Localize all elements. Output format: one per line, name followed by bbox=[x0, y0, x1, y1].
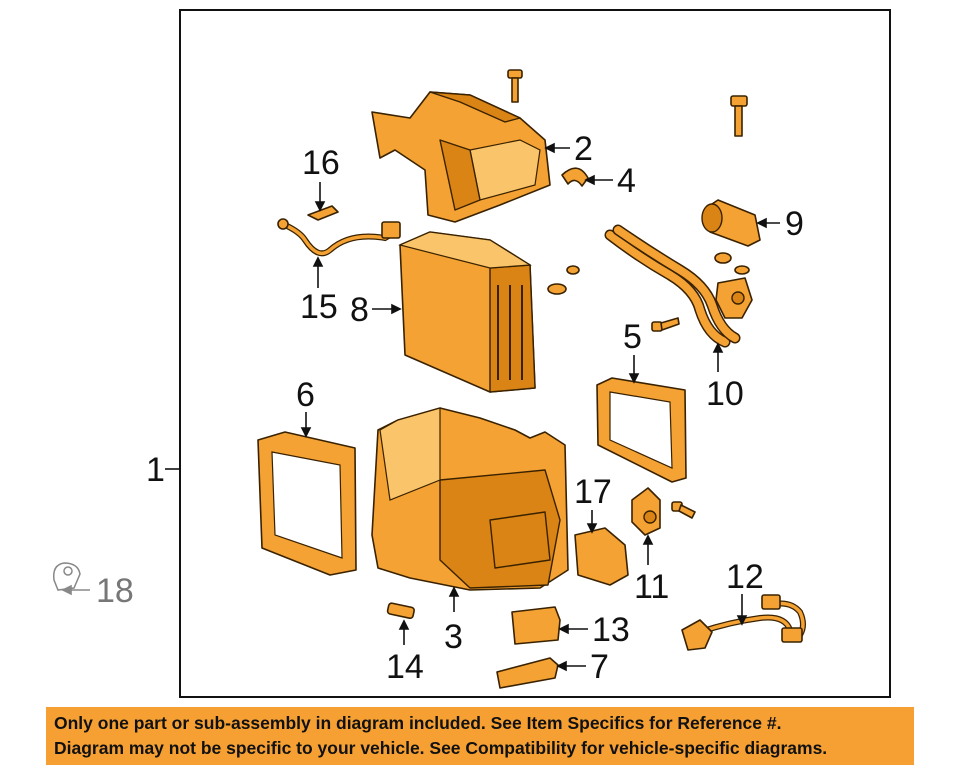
gasket-small-1 bbox=[547, 283, 567, 295]
callout-10: 10 bbox=[706, 375, 744, 413]
part-10-tube bbox=[604, 224, 753, 348]
callout-2: 2 bbox=[574, 130, 593, 168]
part-3-lower-case bbox=[371, 407, 569, 591]
callout-3: 3 bbox=[444, 618, 463, 656]
callout-6: 6 bbox=[296, 376, 315, 414]
callout-7: 7 bbox=[590, 648, 609, 686]
part-4-clip bbox=[561, 167, 589, 187]
part-13-resistor bbox=[511, 606, 561, 645]
diagram-frame bbox=[179, 9, 891, 698]
disclaimer-banner: Only one part or sub-assembly in diagram… bbox=[46, 707, 914, 765]
callout-5: 5 bbox=[623, 318, 642, 356]
part-7-bracket bbox=[496, 657, 559, 689]
part-16-clip bbox=[307, 205, 339, 221]
callout-4: 4 bbox=[617, 162, 636, 200]
callout-8: 8 bbox=[350, 291, 369, 329]
callout-17: 17 bbox=[574, 473, 612, 511]
part-18-clip bbox=[52, 562, 81, 591]
leader-arrows bbox=[61, 142, 780, 672]
banner-line-2: Diagram may not be specific to your vehi… bbox=[54, 738, 828, 758]
callout-16: 16 bbox=[302, 144, 340, 182]
part-2-upper-case bbox=[371, 91, 551, 223]
part-14-plug bbox=[386, 602, 415, 620]
callout-9: 9 bbox=[785, 205, 804, 243]
callout-1: 1 bbox=[146, 451, 165, 489]
callout-13: 13 bbox=[592, 611, 630, 649]
bolt-right bbox=[730, 95, 748, 137]
parts-diagram: 1 2 3 4 5 6 7 8 9 10 11 12 13 14 15 16 1… bbox=[52, 9, 891, 698]
part-9-expansion-valve bbox=[701, 199, 761, 247]
callout-14: 14 bbox=[386, 648, 424, 686]
part-5-seal bbox=[596, 377, 687, 483]
gasket-small-2 bbox=[566, 265, 580, 275]
callout-18: 18 bbox=[96, 572, 134, 610]
part-12-harness bbox=[681, 594, 806, 651]
screw-10 bbox=[651, 317, 680, 332]
part-11-sensor bbox=[631, 487, 661, 536]
bolt-top bbox=[507, 69, 523, 103]
screw-11 bbox=[671, 501, 696, 519]
callout-12: 12 bbox=[726, 558, 764, 596]
part-6-seal bbox=[257, 431, 357, 576]
part-17-actuator bbox=[574, 527, 629, 586]
banner-line-1: Only one part or sub-assembly in diagram… bbox=[54, 713, 782, 733]
callout-11: 11 bbox=[634, 568, 669, 606]
o-ring-2 bbox=[734, 265, 750, 275]
o-ring-1 bbox=[714, 252, 732, 264]
part-8-evaporator bbox=[398, 231, 536, 393]
part-15-sensor-wire bbox=[277, 218, 401, 257]
callout-15: 15 bbox=[300, 288, 338, 326]
